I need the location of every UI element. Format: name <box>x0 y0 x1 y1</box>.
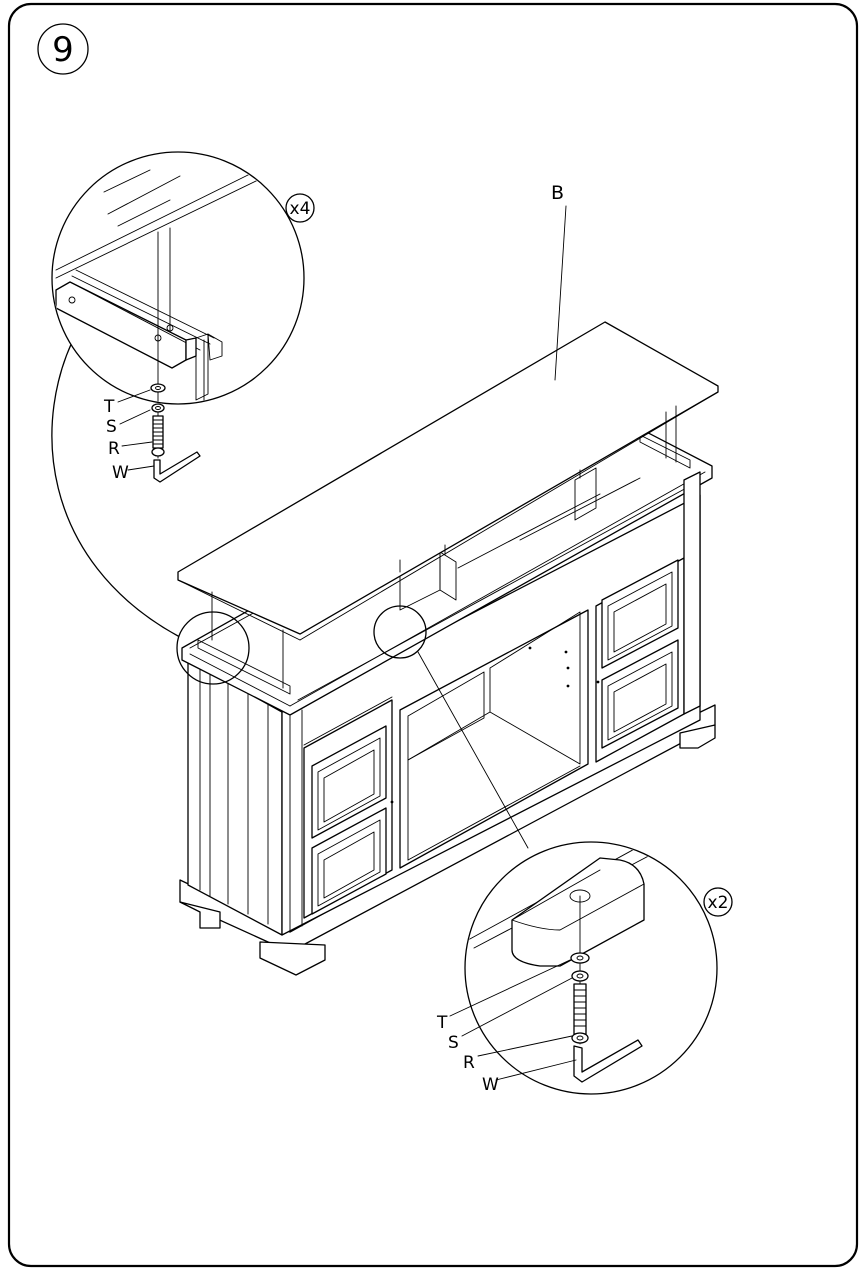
part-label-B: B <box>551 182 564 204</box>
hw-label-left-W: W <box>112 463 129 483</box>
detail-right-target-circle <box>373 605 427 659</box>
cabinet <box>179 409 716 976</box>
step-number-badge: 9 <box>37 23 89 75</box>
detail-left-circle <box>51 151 305 405</box>
washer-T-left <box>150 383 166 393</box>
hw-label-right-W: W <box>482 1075 499 1095</box>
detail-left-target-circle <box>176 611 250 685</box>
washer-T-right <box>570 952 590 964</box>
detail-left-qty-badge <box>285 193 315 223</box>
detail-right-qty-badge <box>703 887 733 917</box>
detail-left-connector <box>51 329 179 637</box>
center-opening <box>399 609 589 869</box>
detail-right: x2 T S R W <box>373 605 733 1095</box>
detail-right-circle <box>464 841 718 1095</box>
hw-label-left-S: S <box>106 417 117 437</box>
allen-key-W-right <box>573 1039 643 1083</box>
step-number: 9 <box>52 30 74 70</box>
part-label-leader <box>554 205 567 381</box>
washer-S-right <box>571 970 589 982</box>
right-upper-drawer <box>601 559 679 669</box>
detail-right-qty: x2 <box>708 893 729 913</box>
bracket-block <box>511 857 645 967</box>
cabinet-foot-front <box>259 941 326 976</box>
hw-label-right-S: S <box>448 1033 459 1053</box>
left-lower-drawer <box>311 807 387 915</box>
hw-label-left-R: R <box>108 439 120 459</box>
hw-label-left-T: T <box>103 397 115 417</box>
allen-key-W-left <box>153 451 201 483</box>
page-border <box>7 2 859 1268</box>
right-lower-drawer <box>601 639 679 749</box>
detail-right-leader <box>417 651 529 849</box>
hw-label-right-T: T <box>436 1013 448 1033</box>
washer-S-left <box>151 403 165 413</box>
hw-label-right-R: R <box>463 1053 475 1073</box>
detail-left-qty: x4 <box>290 199 311 219</box>
cabinet-foot-right <box>679 724 716 749</box>
glass-top-panel <box>177 321 719 689</box>
bolt-R-right <box>573 983 587 1035</box>
detail-left: x4 T S R W <box>51 151 315 685</box>
